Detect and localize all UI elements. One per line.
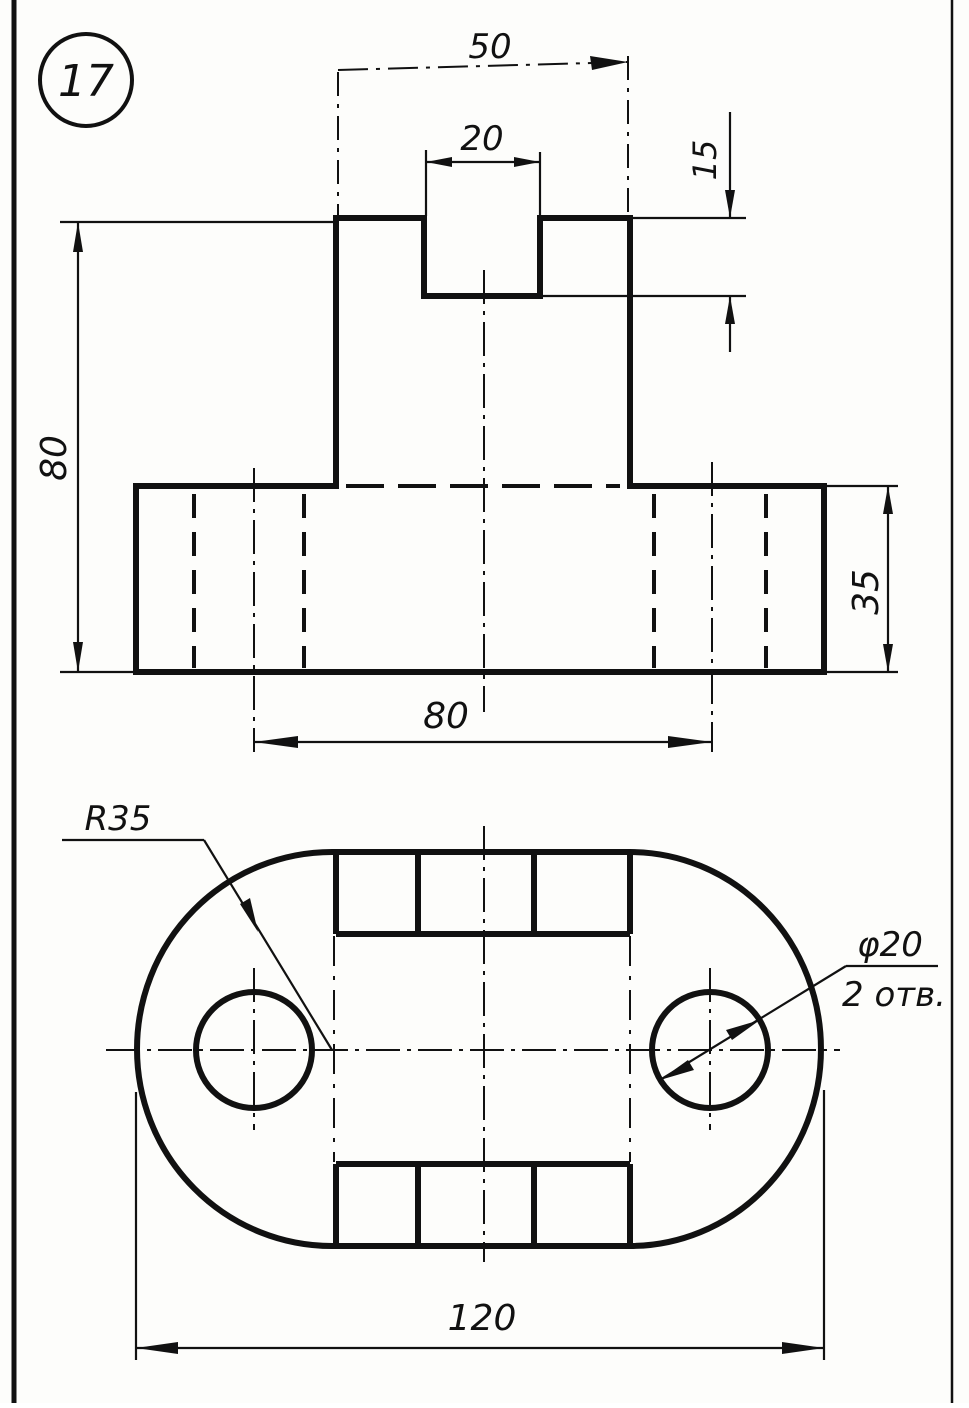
front-view: 50 20 15 80 [34,27,898,752]
dimension-35: 35 [826,484,898,674]
dimension-20: 20 [424,119,542,216]
dimension-80-height: 80 [34,220,334,674]
front-view-outline [133,215,827,675]
dim-top-width: 50 [468,27,511,67]
dim-slot-width: 20 [460,119,503,159]
drawing-number-badge: 17 [38,32,134,128]
dim-total-height: 80 [34,435,75,481]
dim-hole-spacing: 80 [423,696,469,737]
top-view: R35 φ20 2 отв. 120 [62,799,946,1360]
dimension-50: 50 [337,27,629,216]
dimension-120: 120 [134,1090,826,1360]
sheet-frame [11,0,954,1403]
dimension-r35: R35 [62,799,333,1051]
dimension-15: 15 [542,112,746,352]
dim-total-length: 120 [448,1298,517,1339]
dimension-d20: φ20 2 отв. [659,925,946,1081]
dim-base-height: 35 [846,569,887,615]
dim-hole-count: 2 отв. [842,975,946,1015]
dim-hole-diameter: φ20 [857,925,923,965]
dim-radius: R35 [85,799,152,839]
dimension-80-spacing: 80 [254,696,712,748]
number-circle [38,32,134,128]
drawing-number: 17 [58,56,114,107]
dim-slot-depth: 15 [686,140,724,181]
